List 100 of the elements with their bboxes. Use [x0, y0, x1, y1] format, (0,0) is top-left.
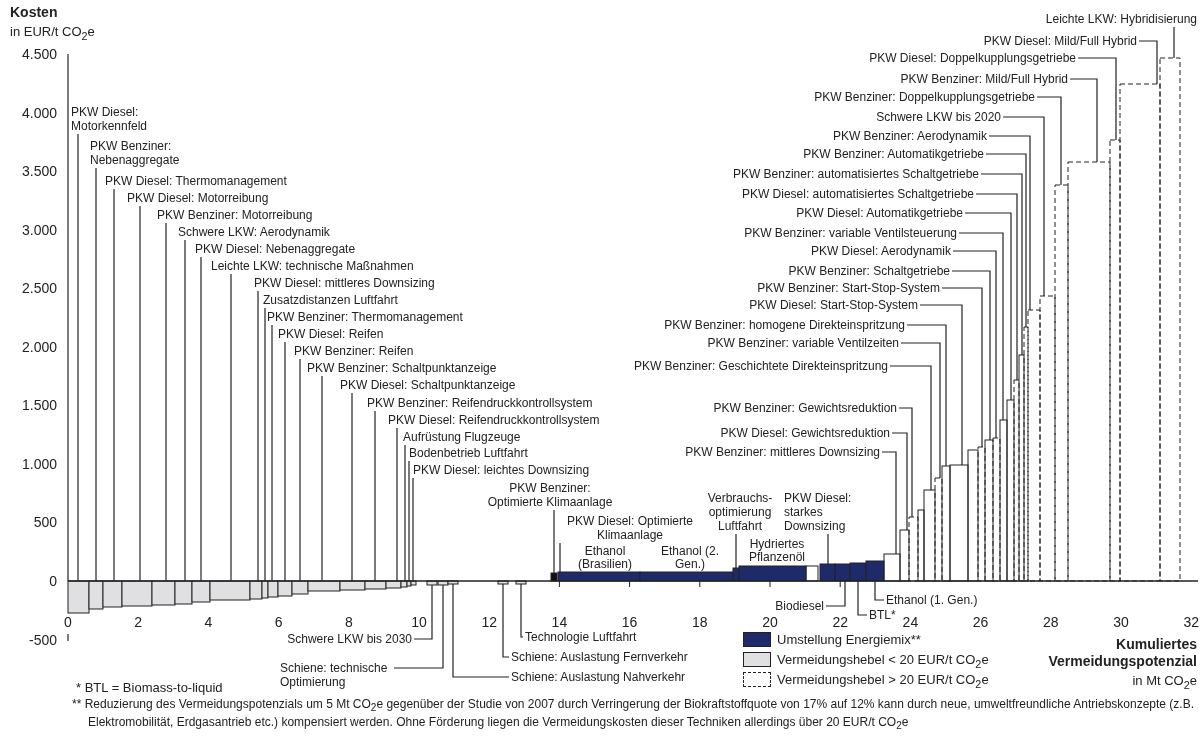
axis-tick-label: 20: [761, 614, 779, 631]
leader-line: [951, 270, 991, 441]
bar: [1067, 161, 1111, 582]
callout-label: PKW Diesel: Thermomanagement: [105, 174, 287, 188]
leader-line: [321, 375, 323, 582]
leader-line: [165, 222, 167, 582]
callout-label: Technologie Luftfahrt: [525, 630, 637, 644]
callout-label: PKW Diesel: Optimierte Klimaanlage: [560, 514, 700, 542]
bar: [447, 580, 459, 585]
callout-label: PKW Diesel: leichtes Downsizing: [413, 463, 590, 477]
callout-label: Schiene: Auslastung Nahverkehr: [511, 670, 686, 684]
callout-label: Leichte LKW: technische Maßnahmen: [211, 259, 414, 273]
callout-label: PKW Benziner: variable Ventilsteuerung: [744, 226, 957, 240]
axis-tick-label: 3.500: [21, 163, 57, 180]
leader-line: [988, 135, 1031, 311]
bar: [1006, 399, 1015, 582]
axis-tick-label: 0: [49, 573, 57, 590]
leader-line: [502, 583, 510, 658]
leader-line: [351, 392, 353, 582]
axis-tick-label: -500: [28, 632, 57, 649]
leader-line: [404, 444, 406, 582]
bar: [364, 580, 387, 590]
callout-label: Verbrauchs- optimierung Luftfahrt: [699, 491, 781, 533]
callout-label: PKW Benziner: Mild/Full Hybrid: [900, 72, 1068, 86]
bar: [883, 553, 901, 582]
bar: [1018, 354, 1025, 582]
callout-label: Biodiesel: [775, 599, 824, 613]
leader-line: [184, 239, 186, 582]
bar: [385, 580, 402, 589]
leader-line: [919, 304, 963, 466]
leader-line: [1173, 26, 1175, 59]
callout-label: PKW Diesel: Reifen: [278, 327, 384, 341]
callout-label: PKW Benziner: automatisiertes Schaltgetriebe: [732, 167, 979, 181]
leader-line: [975, 193, 1018, 381]
callout-label: PKW Benziner: Reifen: [294, 344, 414, 358]
leader-line: [230, 273, 232, 582]
bar: [121, 580, 153, 607]
axis-tick-label: 16: [620, 614, 639, 631]
callout-label: PKW Benziner: Geschichtete Direkteinspritzung: [633, 359, 888, 373]
leader-line: [906, 324, 947, 467]
callout-label: PKW Diesel: Motorkennfeld: [71, 105, 166, 133]
callout-label: PKW Benziner: Reifendruckkontrollsystem: [367, 396, 593, 410]
axis-tick-label: 26: [971, 614, 990, 631]
callout-label: PKW Benziner: Aerodynamik: [832, 129, 987, 143]
bar: [515, 580, 527, 585]
leader-line: [941, 287, 983, 448]
leader-line: [408, 460, 410, 582]
callout-label: PKW Diesel: Gewichtsreduktion: [720, 426, 890, 440]
bar: [497, 580, 509, 585]
axis-tick-label: 4: [203, 614, 214, 631]
bar: [191, 580, 211, 603]
leader-line: [889, 365, 932, 491]
axis-tick-label: 12: [480, 614, 498, 631]
bar: [865, 560, 885, 582]
bar: [209, 580, 251, 601]
axis-tick-label: 28: [1042, 614, 1060, 631]
bar: [805, 565, 819, 582]
leader-line: [952, 250, 997, 439]
bar: [639, 571, 734, 582]
axis-tick-label: 500: [33, 514, 57, 531]
bar: [426, 580, 438, 586]
leader-line: [827, 533, 829, 565]
callout-label: Schwere LKW bis 2030: [287, 632, 412, 646]
leader-line: [412, 477, 414, 582]
leader-line: [271, 324, 273, 582]
leader-line: [95, 167, 97, 582]
leader-line: [284, 341, 286, 582]
callout-label: Ethanol (1. Gen.): [886, 593, 978, 607]
bar-label: Hydriertes Pflanzenöl: [747, 538, 806, 564]
axis-tick-label: 24: [901, 614, 920, 631]
bar: [88, 580, 104, 610]
leader-line: [77, 133, 79, 582]
leader-line: [825, 580, 846, 607]
leader-line: [396, 427, 398, 582]
callout-label: PKW Benziner: Schaltpunktanzeige: [307, 361, 497, 375]
callout-label: PKW Benziner: variable Ventilzeiten: [707, 336, 899, 350]
bar: [307, 580, 341, 592]
axis-tick-label: 2.000: [21, 339, 57, 356]
callout-label: BTL*: [869, 608, 896, 622]
axis-unit: in Mt CO$_{2}$e: [1132, 673, 1197, 693]
leader-line: [374, 410, 376, 582]
leader-line: [1138, 40, 1158, 85]
axis-tick-label: 0: [63, 614, 73, 631]
callout-label: Aufrüstung Flugzeuge: [403, 430, 521, 444]
bar: [1039, 295, 1056, 582]
callout-label: Schiene: technische Optimierung: [280, 661, 392, 689]
leader-line: [964, 212, 1012, 401]
bar: [1159, 57, 1181, 582]
callout-label: PKW Benziner: Schaltgetriebe: [788, 264, 950, 278]
callout-label: Leichte LKW: Hybridisierung: [1045, 12, 1197, 26]
leader-line: [958, 232, 1004, 421]
leader-line: [113, 188, 115, 582]
leader-line: [299, 358, 301, 582]
bar: [923, 489, 936, 582]
bar: [249, 580, 263, 600]
leader-line: [1036, 96, 1062, 186]
axis-tick-label: 1.500: [21, 397, 57, 414]
legend-label: Umstellung Energiemix**: [777, 632, 921, 648]
callout-label: PKW Diesel: Automatikgetriebe: [796, 206, 963, 220]
axis-tick-label: 2: [133, 614, 144, 631]
